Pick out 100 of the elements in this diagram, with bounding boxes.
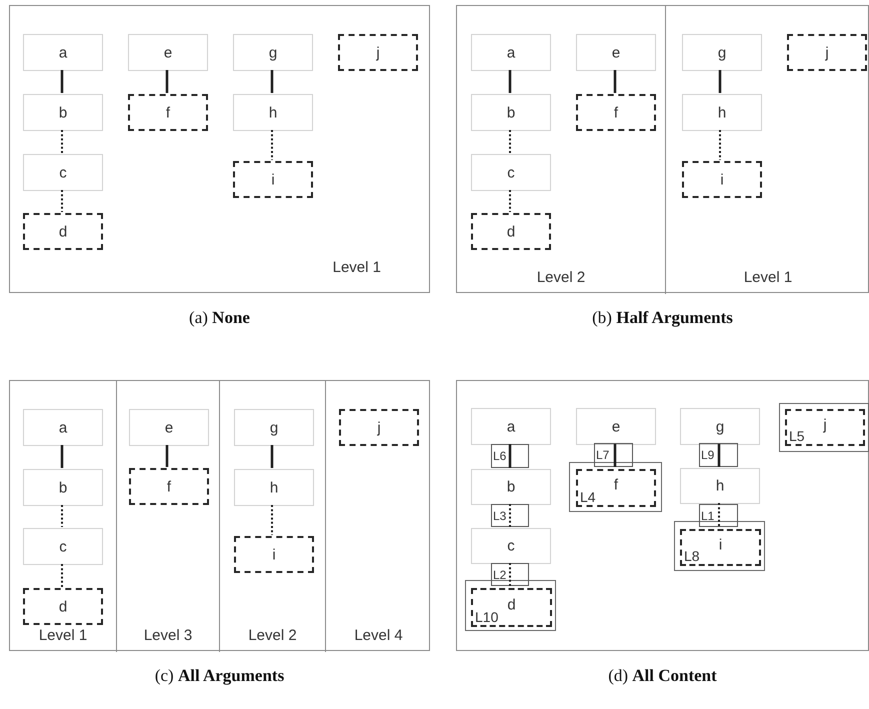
- node-letter: g: [270, 420, 278, 435]
- panel-caption: (c) All Arguments: [154, 666, 284, 686]
- connector-line: [508, 444, 512, 468]
- node-letter: g: [716, 419, 724, 434]
- box-label: L5: [789, 429, 805, 443]
- node-letter: d: [507, 597, 516, 612]
- node-letter: h: [270, 480, 278, 495]
- node-letter: c: [507, 538, 515, 554]
- node-letter: h: [268, 105, 278, 120]
- node-letter: h: [716, 478, 724, 494]
- node-letter: a: [58, 420, 68, 435]
- dashed-node-box: [233, 161, 313, 198]
- node-letter: a: [58, 45, 68, 60]
- node-letter: j: [376, 45, 380, 60]
- dashed-node-box: [338, 34, 418, 71]
- dashed-node-box: [339, 409, 419, 446]
- outline-box: [465, 580, 556, 631]
- connector-line: [60, 70, 64, 93]
- box-label: L10: [475, 610, 498, 624]
- outline-box: [674, 521, 765, 571]
- connector-line: [270, 445, 274, 468]
- edge-label: L6: [493, 450, 506, 462]
- connector-line: [718, 444, 720, 467]
- edge-label: L3: [493, 510, 506, 522]
- box-label: L4: [580, 490, 596, 504]
- connector-line: [614, 70, 616, 93]
- node-box: [233, 94, 313, 131]
- outline-box: [779, 403, 869, 452]
- node-box: [23, 34, 103, 71]
- connector-line: [719, 130, 721, 160]
- node-box: [129, 409, 209, 446]
- node-letter: c: [507, 165, 515, 180]
- node-box: [471, 408, 551, 445]
- panel-caption: (a) None: [189, 308, 250, 328]
- node-letter: g: [718, 45, 726, 60]
- node-letter: f: [166, 479, 172, 494]
- outline-box: [569, 462, 662, 512]
- connector-line: [718, 70, 722, 93]
- dashed-node-box: [680, 529, 761, 566]
- node-box: [471, 94, 551, 131]
- node-letter: g: [268, 45, 278, 60]
- connector-line: [509, 504, 511, 527]
- level-label: Level 2: [248, 628, 297, 644]
- node-letter: i: [272, 547, 276, 562]
- node-box: [23, 154, 103, 191]
- connector-line: [614, 444, 616, 467]
- node-letter: a: [506, 419, 516, 434]
- dashed-node-box: [129, 468, 209, 505]
- level-label: Level 3: [144, 628, 192, 644]
- connector-line: [509, 563, 511, 586]
- node-box: [471, 34, 551, 71]
- node-letter: f: [166, 105, 170, 120]
- node-box: [471, 154, 551, 191]
- panel-caption: (b) Half Arguments: [592, 308, 733, 328]
- dashed-node-box: [23, 588, 103, 625]
- dashed-node-box: [785, 409, 865, 446]
- edge-label: L2: [493, 568, 506, 580]
- node-letter: i: [718, 537, 722, 552]
- connector-line: [61, 505, 63, 527]
- connector-line: [61, 190, 63, 212]
- node-letter: c: [59, 539, 67, 554]
- connector-line: [166, 445, 168, 467]
- node-box: [576, 408, 656, 445]
- level-label: Level 4: [354, 628, 403, 644]
- node-letter: e: [164, 45, 172, 60]
- node-box: [682, 34, 762, 71]
- box-label: L8: [684, 549, 700, 563]
- connector-line: [509, 130, 511, 153]
- node-box: [233, 34, 313, 71]
- dashed-node-box: [787, 34, 867, 71]
- node-box: [471, 469, 551, 505]
- dashed-node-box: [471, 588, 552, 627]
- connector-line: [60, 445, 64, 468]
- dashed-node-box: [471, 213, 551, 250]
- level-label: Level 1: [38, 628, 88, 644]
- connector-line: [718, 503, 720, 527]
- node-box: [234, 409, 314, 446]
- level-label: Level 1: [744, 270, 792, 286]
- connector-line: [271, 130, 273, 160]
- node-letter: d: [58, 224, 68, 239]
- node-box: [234, 469, 314, 506]
- node-letter: d: [58, 599, 68, 614]
- connector-line: [61, 130, 63, 153]
- node-letter: i: [720, 172, 724, 187]
- node-box: [23, 528, 103, 565]
- node-letter: e: [612, 45, 620, 60]
- node-letter: h: [718, 105, 726, 120]
- node-box: [23, 409, 103, 446]
- node-letter: f: [614, 478, 618, 493]
- node-letter: b: [506, 480, 516, 494]
- connector-line: [271, 505, 273, 535]
- node-letter: c: [59, 165, 67, 180]
- node-letter: e: [612, 419, 620, 434]
- edge-label: L9: [701, 449, 714, 461]
- connector-line: [166, 70, 168, 93]
- dashed-node-box: [576, 469, 656, 507]
- connector-line: [508, 70, 512, 93]
- dashed-node-box: [682, 161, 762, 198]
- node-box: [23, 94, 103, 131]
- node-letter: b: [58, 480, 68, 495]
